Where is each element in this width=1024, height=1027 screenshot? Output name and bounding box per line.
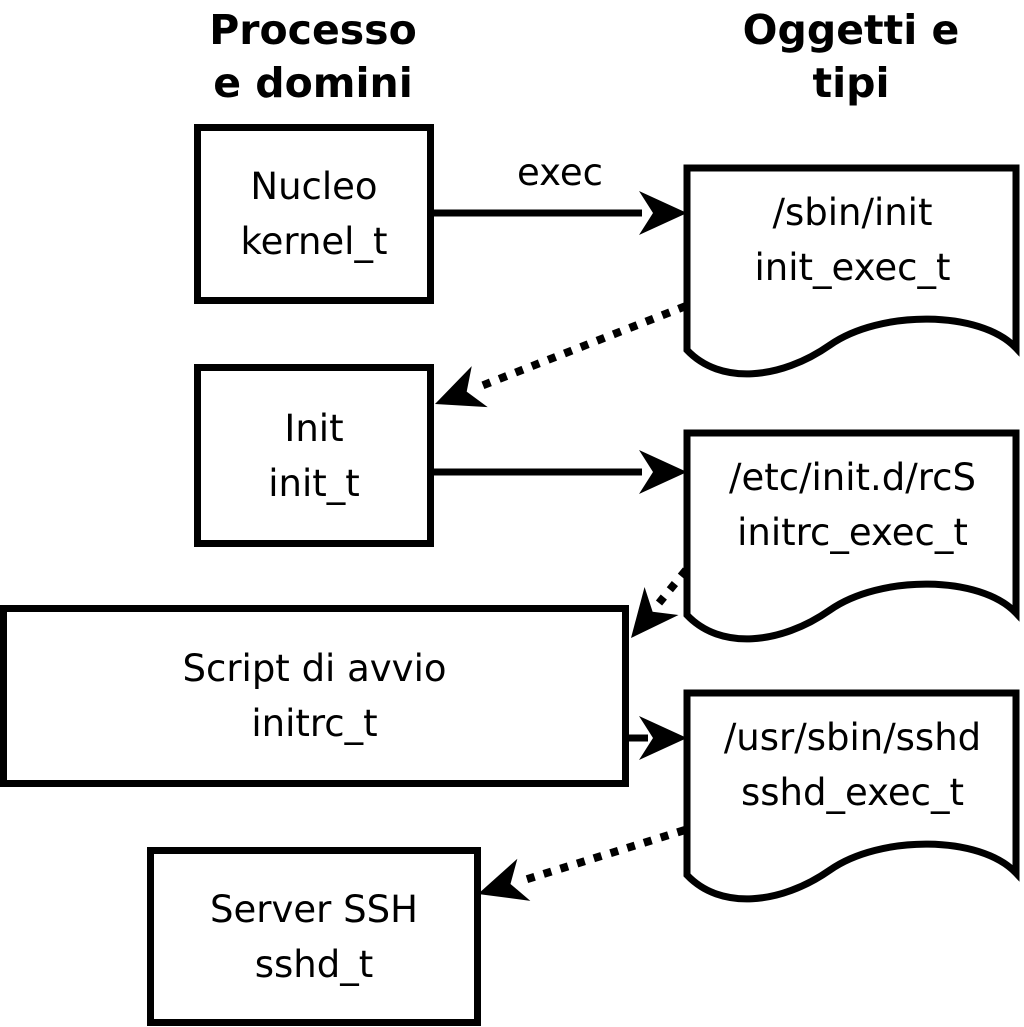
object-doc-usr-sbin-sshd: /usr/sbin/sshd sshd_exec_t (690, 710, 1015, 820)
object-path: /usr/sbin/sshd (723, 716, 982, 759)
object-type: sshd_exec_t (741, 771, 964, 814)
column-header-objects-line2: tipi (812, 59, 890, 107)
transition-arrow-to-init (435, 302, 688, 408)
exec-arrow-init-to-rcs (430, 450, 687, 494)
process-box-init: Init init_t (194, 364, 434, 547)
column-header-processes: Processo e domini (138, 4, 488, 110)
transition-arrow-to-initrc (631, 567, 690, 638)
object-type: initrc_exec_t (737, 511, 968, 554)
transition-arrow-to-sshd (478, 826, 687, 901)
process-box-kernel: Nucleo kernel_t (194, 124, 434, 304)
object-doc-sbin-init: /sbin/init init_exec_t (690, 185, 1015, 295)
process-name: Nucleo (250, 165, 378, 208)
object-doc-etc-initd-rcs: /etc/init.d/rcS initrc_exec_t (690, 450, 1015, 560)
doc-shape-usr-sbin-sshd (683, 689, 1020, 903)
object-type: init_exec_t (754, 246, 951, 289)
process-box-sshd: Server SSH sshd_t (147, 847, 481, 1026)
object-path: /sbin/init (772, 191, 933, 234)
process-domain-type: sshd_t (254, 942, 374, 986)
doc-shape-sbin-init (683, 164, 1020, 378)
exec-arrow-initrc-to-sshd (625, 716, 687, 760)
process-box-initrc: Script di avvio initrc_t (0, 605, 629, 787)
column-header-processes-line1: Processo (209, 6, 417, 54)
object-path: /etc/init.d/rcS (728, 456, 976, 499)
exec-arrow-kernel-to-init (430, 191, 687, 235)
process-domain-type: init_t (268, 461, 360, 505)
process-name: Server SSH (210, 887, 418, 931)
exec-arrow-label: exec (517, 151, 603, 194)
column-header-objects: Oggetti e tipi (676, 4, 1024, 110)
column-header-processes-line2: e domini (213, 59, 413, 107)
process-domain-type: kernel_t (240, 220, 388, 263)
process-name: Init (284, 406, 344, 450)
process-name: Script di avvio (182, 647, 447, 690)
column-header-objects-line1: Oggetti e (742, 6, 960, 54)
doc-shape-etc-initd-rcs (683, 429, 1020, 643)
process-domain-type: initrc_t (251, 702, 378, 745)
